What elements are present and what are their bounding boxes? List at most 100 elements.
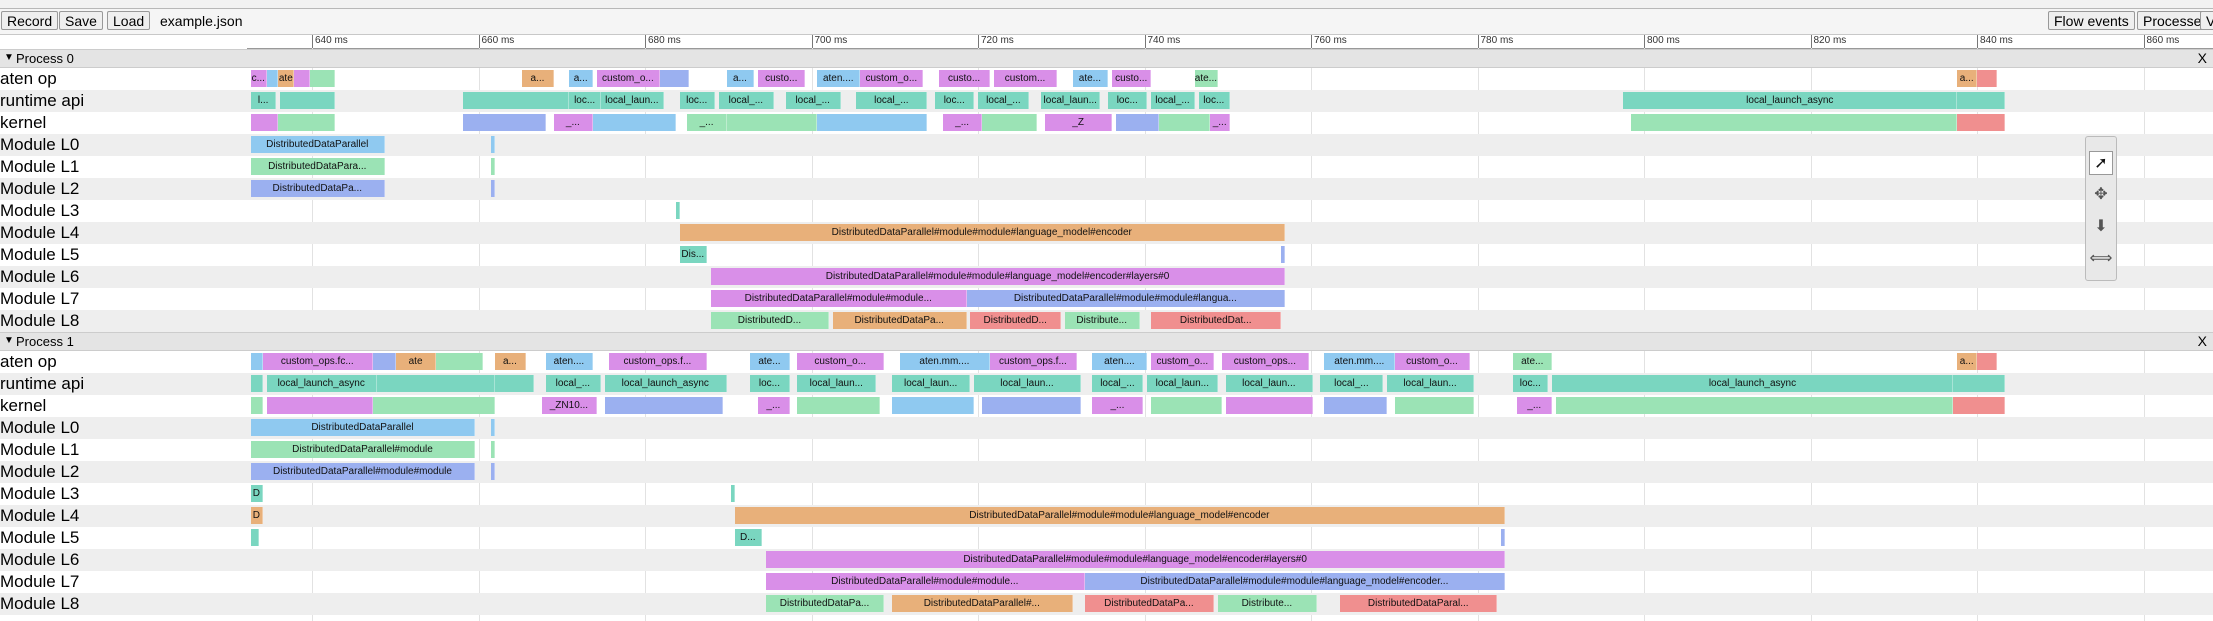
track-lane[interactable]: DistributedD...DistributedDataPa...Distr… xyxy=(247,310,2213,332)
trace-slice[interactable]: _... xyxy=(758,397,790,414)
trace-slice[interactable] xyxy=(1115,114,1160,131)
trace-slice[interactable]: local_launch_async xyxy=(604,375,727,392)
trace-slice[interactable] xyxy=(1159,114,1211,131)
trace-slice[interactable]: DistributedDataParallel#module#module... xyxy=(766,573,1085,590)
trace-slice[interactable] xyxy=(593,114,676,131)
trace-slice[interactable] xyxy=(797,397,881,414)
trace-slice[interactable] xyxy=(266,70,279,87)
trace-slice[interactable]: a... xyxy=(1957,70,1978,87)
trace-slice[interactable]: DistributedDataParallel#module#module#la… xyxy=(766,551,1506,568)
track-lane[interactable]: DistributedDataParallel#module#module...… xyxy=(247,288,2213,310)
trace-slice[interactable] xyxy=(372,397,495,414)
trace-slice[interactable]: Distribute... xyxy=(1218,595,1317,612)
trace-slice[interactable]: _... xyxy=(1210,114,1230,131)
trace-slice[interactable]: DistributedDataParallel#module#module#la… xyxy=(966,290,1286,307)
trace-slice[interactable] xyxy=(494,375,535,392)
trace-slice[interactable]: _... xyxy=(1092,397,1144,414)
track-lane[interactable]: DistributedDataParallel#module#module...… xyxy=(247,571,2213,593)
track-lane[interactable]: DistributedDataParallel#module xyxy=(247,439,2213,461)
trace-slice[interactable] xyxy=(1977,353,1997,370)
trace-slice[interactable] xyxy=(490,136,495,153)
trace-slice[interactable]: ate xyxy=(396,353,436,370)
trace-slice[interactable]: local_... xyxy=(545,375,601,392)
trace-slice[interactable]: ate... xyxy=(1513,353,1553,370)
trace-slice[interactable]: loc... xyxy=(935,92,975,109)
trace-slice[interactable]: aten.... xyxy=(1092,353,1148,370)
trace-slice[interactable]: DistributedDataParallel#module#module#la… xyxy=(679,224,1286,241)
pointer-icon[interactable]: ➚ xyxy=(2089,151,2113,175)
trace-slice[interactable]: D xyxy=(250,485,263,502)
trace-slice[interactable] xyxy=(490,463,495,480)
trace-slice[interactable]: DistributedDataPa... xyxy=(1084,595,1215,612)
trace-slice[interactable]: loc... xyxy=(679,92,715,109)
track-lane[interactable]: Dis... xyxy=(247,244,2213,266)
trace-slice[interactable]: _... xyxy=(1517,397,1553,414)
load-button[interactable]: Load xyxy=(107,11,151,30)
track-lane[interactable]: l...loc...local_laun...loc...local_...lo… xyxy=(247,90,2213,112)
flow-events-button[interactable]: Flow events xyxy=(2048,11,2135,30)
trace-slice[interactable]: DistributedD... xyxy=(710,312,829,329)
trace-slice[interactable]: ate... xyxy=(1072,70,1109,87)
trace-slice[interactable]: local_... xyxy=(1320,375,1384,392)
trace-slice[interactable] xyxy=(1281,246,1286,263)
trace-slice[interactable] xyxy=(490,419,495,436)
trace-slice[interactable]: l... xyxy=(250,92,277,109)
trace-slice[interactable]: _ZN10... xyxy=(541,397,597,414)
track-lane[interactable]: DistributedDataParallel#module#module xyxy=(247,461,2213,483)
trace-slice[interactable]: DistributedDataParallel#... xyxy=(891,595,1073,612)
view-options-button[interactable]: Vi xyxy=(2200,11,2213,30)
track-lane[interactable]: DistributedDataPara... xyxy=(247,156,2213,178)
trace-slice[interactable]: DistributedDataPara... xyxy=(250,158,385,175)
trace-slice[interactable]: ate... xyxy=(750,353,790,370)
track-lane[interactable]: DistributedDataParallel#module#module#la… xyxy=(247,222,2213,244)
fit-icon[interactable]: ⟺ xyxy=(2089,250,2113,267)
track-lane[interactable]: _..._..._..._Z_... xyxy=(247,112,2213,134)
trace-slice[interactable]: local_launch_async xyxy=(1623,92,1958,109)
trace-slice[interactable] xyxy=(1957,114,2005,131)
track-lane[interactable]: DistributedDataParallel xyxy=(247,134,2213,156)
trace-slice[interactable]: _Z xyxy=(1045,114,1113,131)
trace-slice[interactable]: local_... xyxy=(718,92,774,109)
trace-slice[interactable]: local_laun... xyxy=(797,375,877,392)
trace-slice[interactable] xyxy=(1631,114,1958,131)
trace-slice[interactable] xyxy=(982,114,1038,131)
trace-slice[interactable] xyxy=(490,158,495,175)
trace-slice[interactable]: local_launch_async xyxy=(1552,375,1954,392)
trace-slice[interactable]: DistributedDataParallel#module#module xyxy=(250,463,476,480)
trace-slice[interactable] xyxy=(1953,397,2005,414)
trace-slice[interactable] xyxy=(1957,92,2005,109)
trace-slice[interactable] xyxy=(309,70,336,87)
trace-slice[interactable]: _... xyxy=(553,114,593,131)
trace-slice[interactable]: local_... xyxy=(856,92,928,109)
trace-slice[interactable]: DistributedDataPa... xyxy=(832,312,967,329)
trace-slice[interactable]: local_... xyxy=(785,92,841,109)
close-process-button[interactable]: X xyxy=(2197,50,2207,66)
collapse-arrow-icon[interactable]: ▼ xyxy=(4,335,14,346)
trace-slice[interactable]: DistributedDataParallel xyxy=(250,419,476,436)
trace-slice[interactable] xyxy=(659,70,690,87)
trace-slice[interactable] xyxy=(604,397,723,414)
trace-slice[interactable] xyxy=(1226,397,1313,414)
close-process-button[interactable]: X xyxy=(2197,333,2207,349)
trace-slice[interactable]: custom_ops.f... xyxy=(608,353,708,370)
trace-slice[interactable]: local_... xyxy=(1092,375,1144,392)
trace-slice[interactable] xyxy=(372,353,397,370)
track-lane[interactable]: DistributedDataParallel xyxy=(247,417,2213,439)
trace-slice[interactable] xyxy=(982,397,1081,414)
trace-slice[interactable]: custo... xyxy=(939,70,991,87)
processes-button[interactable]: Processes xyxy=(2137,11,2213,30)
track-lane[interactable]: D xyxy=(247,483,2213,505)
trace-slice[interactable] xyxy=(250,397,263,414)
trace-slice[interactable] xyxy=(376,375,495,392)
zoom-icon[interactable]: ⬇ xyxy=(2094,218,2108,235)
trace-slice[interactable] xyxy=(250,353,263,370)
track-lane[interactable]: _ZN10... _... _... _... xyxy=(247,395,2213,417)
trace-slice[interactable] xyxy=(726,114,818,131)
trace-slice[interactable]: DistributedDataParallel xyxy=(250,136,385,153)
trace-slice[interactable] xyxy=(250,114,279,131)
trace-slice[interactable] xyxy=(266,397,373,414)
